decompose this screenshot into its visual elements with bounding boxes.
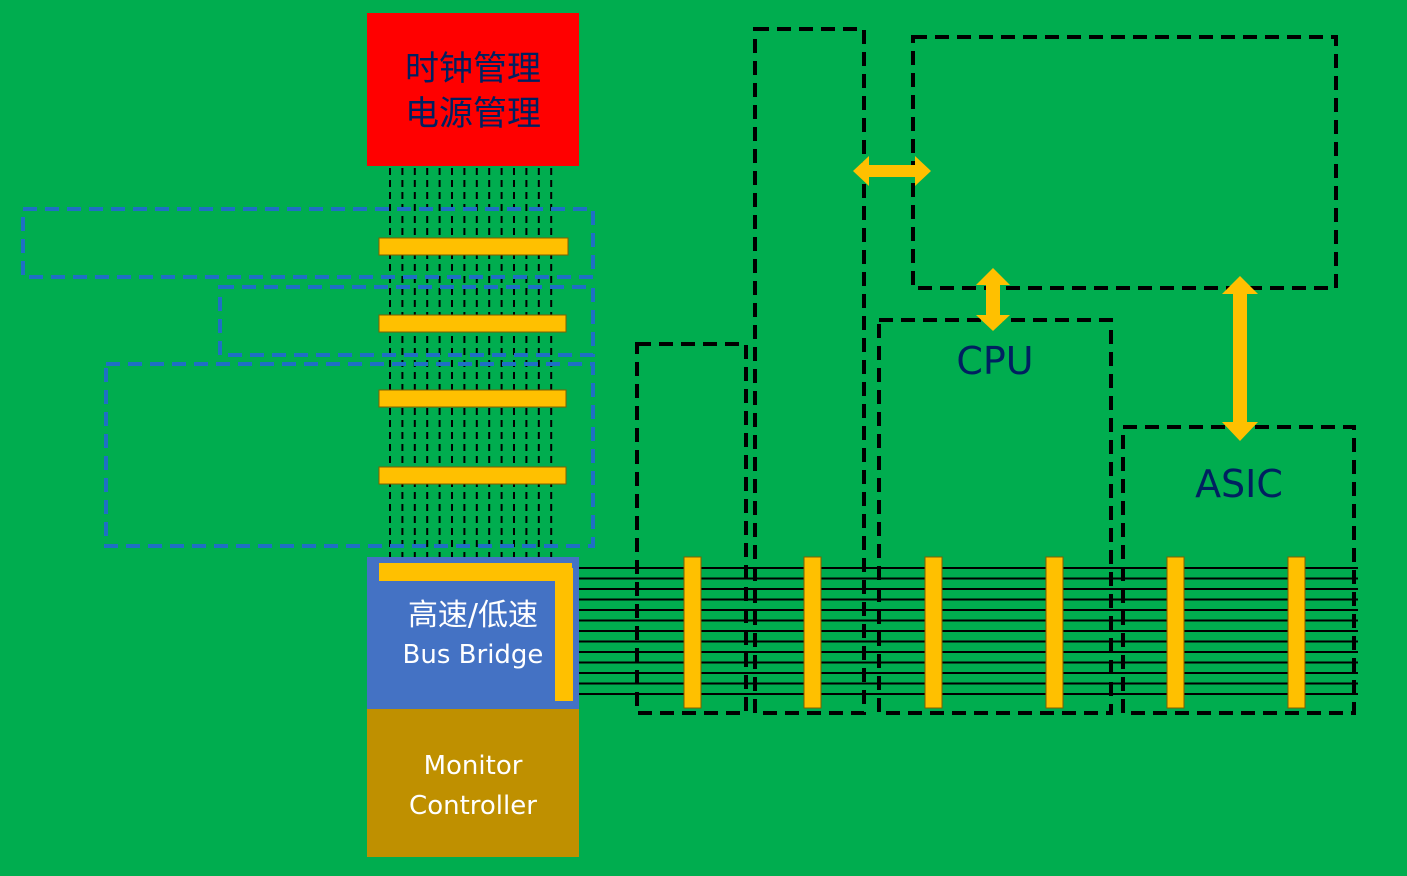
module-box-2 <box>753 27 866 715</box>
asic-label: ASIC <box>1195 462 1283 506</box>
connector-1 <box>683 556 702 709</box>
blue-dashed-box-1 <box>21 207 595 279</box>
bus-bar-1 <box>378 237 569 256</box>
cpu-memory-double-arrow <box>976 268 1010 331</box>
module-box-1 <box>635 342 748 715</box>
monitor-controller-block: Monitor Controller <box>367 709 579 857</box>
monitor-controller-rect <box>367 709 579 857</box>
horizontal-double-arrow <box>853 156 931 186</box>
power-management-label: 电源管理 <box>405 94 541 134</box>
connector-5 <box>1166 556 1185 709</box>
bus-bridge-block: 高速/低速 Bus Bridge <box>367 557 579 709</box>
blue-dashed-box-2 <box>218 285 595 357</box>
monitor-label: Monitor <box>424 751 523 781</box>
connector-6 <box>1287 556 1306 709</box>
arrows <box>853 156 1258 441</box>
bus-bar-3 <box>378 389 567 408</box>
controller-label: Controller <box>409 791 537 821</box>
memory-box <box>911 35 1338 290</box>
blue-dashed-box-3 <box>104 362 595 548</box>
clock-management-label: 时钟管理 <box>405 49 541 89</box>
connector-4 <box>1045 556 1064 709</box>
connector-2 <box>803 556 822 709</box>
module-connectors <box>683 556 1306 709</box>
bus-bridge-rect <box>367 557 579 709</box>
bus-bridge-label-cn: 高速/低速 <box>408 598 538 633</box>
bus-bridge-top-bar <box>379 563 572 581</box>
bus-bar-2 <box>378 314 567 333</box>
cpu-label: CPU <box>956 339 1033 383</box>
left-bus-bars <box>378 237 569 485</box>
bus-bridge-side-bar <box>555 568 573 701</box>
horizontal-bus-lines <box>579 567 1358 695</box>
clock-power-rect <box>367 13 579 166</box>
asic-memory-double-arrow <box>1222 276 1258 441</box>
clock-power-block: 时钟管理 电源管理 <box>367 13 579 166</box>
bus-bar-4 <box>378 466 567 485</box>
left-dashed-boxes <box>21 207 595 548</box>
connector-3 <box>924 556 943 709</box>
bus-bridge-label-en: Bus Bridge <box>403 640 544 670</box>
